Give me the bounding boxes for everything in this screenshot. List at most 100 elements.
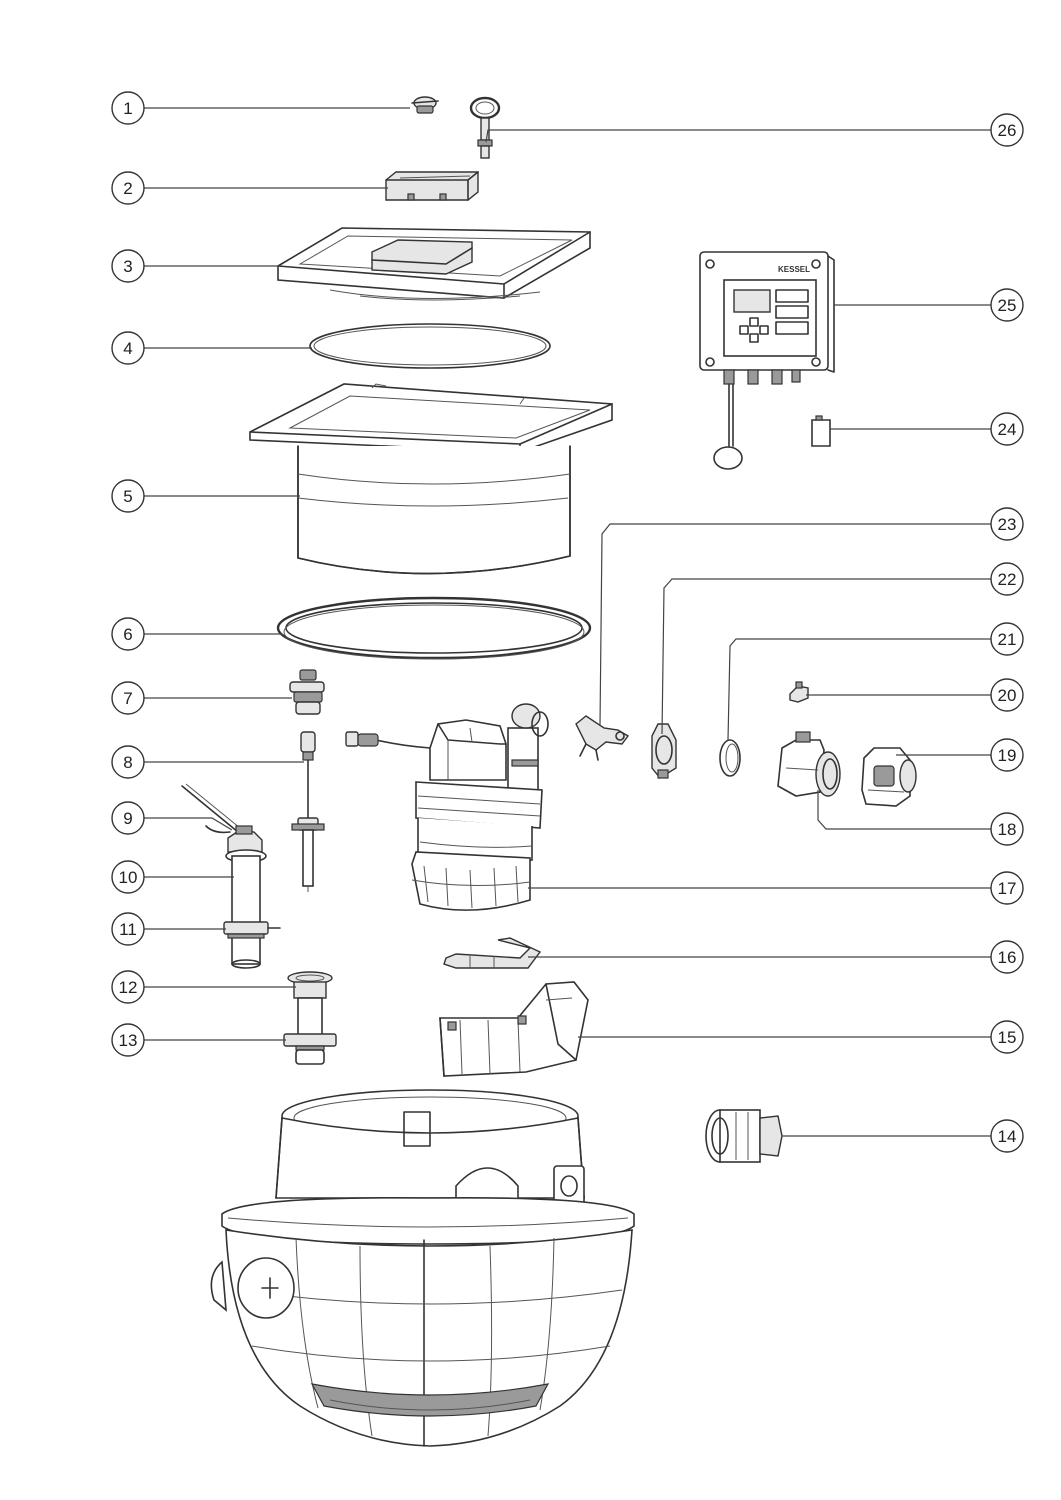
part-18-valve-housing <box>777 731 841 797</box>
callout-number-18: 18 <box>998 820 1017 839</box>
callout-number-4: 4 <box>123 339 132 358</box>
part-14-pipe-adapter <box>705 1109 783 1163</box>
part-15-curved-guide <box>439 981 589 1077</box>
callout-21: 21 <box>727 622 1024 741</box>
callout-number-23: 23 <box>998 515 1017 534</box>
callout-circle-9 <box>111 801 145 835</box>
callout-number-16: 16 <box>998 948 1017 967</box>
part-21-disc-cap <box>719 739 741 777</box>
callout-number-8: 8 <box>123 753 132 772</box>
part-8-sensor-probe <box>291 731 325 892</box>
callout-circle-8 <box>111 745 145 779</box>
leader-line-9 <box>144 817 233 831</box>
callout-circle-17 <box>990 871 1024 905</box>
callout-number-12: 12 <box>119 978 138 997</box>
callout-25: 25 <box>834 288 1024 322</box>
callout-number-1: 1 <box>123 99 132 118</box>
part-19-valve-body <box>861 747 917 807</box>
callout-number-7: 7 <box>123 689 132 708</box>
callout-number-2: 2 <box>123 179 132 198</box>
callout-number-21: 21 <box>998 630 1017 649</box>
callout-number-20: 20 <box>998 686 1017 705</box>
part-17-pump-unit <box>345 703 549 911</box>
callout-number-25: 25 <box>998 296 1017 315</box>
part-9-lever-rod <box>181 783 241 834</box>
part-26-ring-pull <box>469 96 501 159</box>
callout-circle-5 <box>111 479 145 513</box>
callout-circle-21 <box>990 622 1024 656</box>
callout-circle-10 <box>111 860 145 894</box>
callout-number-26: 26 <box>998 121 1017 140</box>
part-22-flap-valve <box>651 723 677 779</box>
part-24-battery <box>811 415 831 447</box>
callout-circle-11 <box>111 912 145 946</box>
callout-number-15: 15 <box>998 1028 1017 1047</box>
callout-circle-26 <box>990 113 1024 147</box>
callout-number-10: 10 <box>119 868 138 887</box>
callout-22: 22 <box>661 562 1024 735</box>
callout-circle-23 <box>990 507 1024 541</box>
callout-19: 19 <box>896 738 1024 772</box>
part-16-bracket-arm <box>443 937 542 969</box>
callout-circle-19 <box>990 738 1024 772</box>
callout-circle-22 <box>990 562 1024 596</box>
control-unit-brand: KESSEL <box>778 265 810 274</box>
part-3-cover-frame <box>277 227 591 301</box>
callout-circle-16 <box>990 940 1024 974</box>
collection-tank <box>210 1089 635 1447</box>
part-20-clip <box>789 681 809 703</box>
part-13-spigot-clamp <box>283 1033 337 1065</box>
callout-24: 24 <box>830 412 1024 446</box>
callout-number-3: 3 <box>123 257 132 276</box>
callout-number-11: 11 <box>119 920 137 939</box>
callout-17: 17 <box>528 871 1024 905</box>
callout-circle-25 <box>990 288 1024 322</box>
callout-4: 4 <box>111 331 312 365</box>
part-10-float-tube <box>225 825 267 969</box>
part-25-control-unit: KESSEL <box>699 251 835 470</box>
callout-18: 18 <box>817 790 1024 846</box>
callout-circle-7 <box>111 681 145 715</box>
callout-number-19: 19 <box>998 746 1017 765</box>
callout-number-6: 6 <box>123 625 132 644</box>
part-6-large-seal <box>276 596 592 660</box>
callout-circle-24 <box>990 412 1024 446</box>
leader-line-22 <box>661 578 991 735</box>
callout-layer: 1234567891011121314151617181920212223242… <box>111 91 1024 1153</box>
callout-20: 20 <box>806 678 1024 712</box>
callout-14: 14 <box>782 1119 1024 1153</box>
part-4-seal-ring <box>309 323 551 369</box>
part-12-spigot <box>287 971 333 1039</box>
callout-circle-4 <box>111 331 145 365</box>
callout-1: 1 <box>111 91 410 125</box>
callout-6: 6 <box>111 617 282 651</box>
callout-circle-12 <box>111 970 145 1004</box>
callout-8: 8 <box>111 745 304 779</box>
callout-23: 23 <box>599 507 1024 727</box>
callout-12: 12 <box>111 970 296 1004</box>
callout-26: 26 <box>485 113 1024 147</box>
callout-number-5: 5 <box>123 487 132 506</box>
callout-10: 10 <box>111 860 234 894</box>
part-2-square-lid <box>385 171 479 201</box>
callout-number-24: 24 <box>998 420 1017 439</box>
callout-circle-3 <box>111 249 145 283</box>
callout-circle-14 <box>990 1119 1024 1153</box>
callout-number-14: 14 <box>998 1127 1017 1146</box>
callout-9: 9 <box>111 801 233 835</box>
callout-11: 11 <box>111 912 226 946</box>
leader-line-26 <box>485 129 991 143</box>
callout-3: 3 <box>111 249 280 283</box>
callout-15: 15 <box>578 1020 1024 1054</box>
part-23-bracket <box>575 715 630 761</box>
callout-13: 13 <box>111 1023 286 1057</box>
part-7-valve <box>289 669 325 715</box>
callout-2: 2 <box>111 171 388 205</box>
callout-circle-2 <box>111 171 145 205</box>
leader-line-18 <box>817 790 991 830</box>
part-1-knob <box>411 96 439 114</box>
callout-circle-1 <box>111 91 145 125</box>
leader-line-21 <box>727 638 991 741</box>
callout-circle-13 <box>111 1023 145 1057</box>
